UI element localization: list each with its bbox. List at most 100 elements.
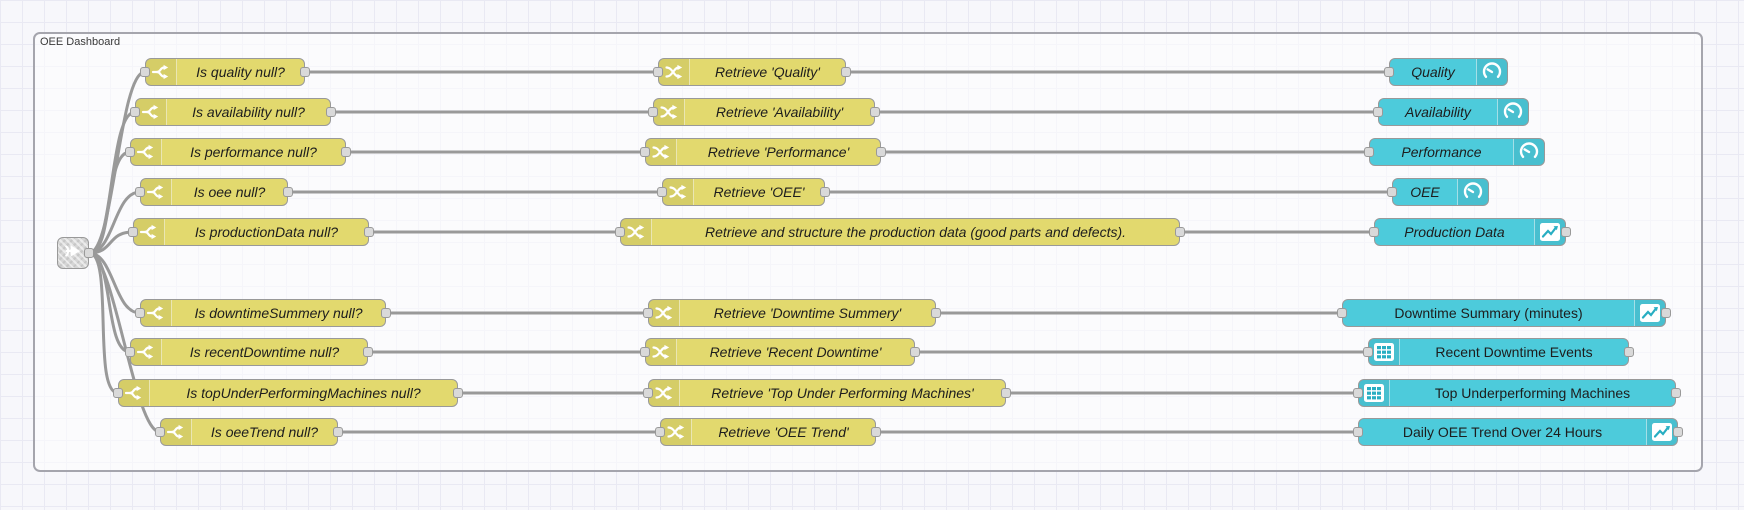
switch-node[interactable]: Is oee null? [140, 178, 288, 206]
switch-node[interactable]: Is downtimeSummery null? [140, 299, 386, 327]
input-port[interactable] [130, 107, 140, 117]
output-port[interactable] [1624, 347, 1634, 357]
input-port[interactable] [1353, 388, 1363, 398]
input-port[interactable] [1353, 427, 1363, 437]
node-label: Is topUnderPerformingMachines null? [186, 385, 421, 401]
chart-icon [1634, 300, 1665, 326]
input-port[interactable] [643, 308, 653, 318]
input-port[interactable] [1387, 187, 1397, 197]
ui-node[interactable]: Recent Downtime Events [1368, 338, 1629, 366]
input-port[interactable] [1363, 347, 1373, 357]
change-node[interactable]: Retrieve 'OEE' [662, 178, 825, 206]
ui-node[interactable]: Quality [1389, 58, 1508, 86]
output-port[interactable] [1673, 427, 1683, 437]
ui-node[interactable]: OEE [1392, 178, 1489, 206]
ui-node[interactable]: Performance [1369, 138, 1545, 166]
input-port[interactable] [125, 147, 135, 157]
switch-node[interactable]: Is topUnderPerformingMachines null? [118, 379, 458, 407]
ui-node[interactable]: Availability [1378, 98, 1529, 126]
wire-link-to-switch[interactable] [87, 150, 132, 255]
wire-link-to-switch[interactable] [87, 230, 135, 255]
change-node[interactable]: Retrieve 'OEE Trend' [660, 418, 876, 446]
output-port[interactable] [931, 308, 941, 318]
input-port[interactable] [640, 347, 650, 357]
change-node[interactable]: Retrieve 'Performance' [645, 138, 881, 166]
node-label: Retrieve 'Downtime Summery' [713, 305, 902, 321]
switch-node[interactable]: Is productionData null? [133, 218, 369, 246]
output-port[interactable] [84, 248, 94, 258]
change-node[interactable]: Retrieve 'Recent Downtime' [645, 338, 915, 366]
change-icon [649, 380, 680, 406]
output-port[interactable] [876, 147, 886, 157]
switch-node[interactable]: Is oeeTrend null? [160, 418, 338, 446]
output-port[interactable] [820, 187, 830, 197]
node-label: Is performance null? [190, 144, 317, 160]
gauge-icon [1457, 179, 1488, 205]
input-port[interactable] [643, 388, 653, 398]
output-port[interactable] [364, 227, 374, 237]
output-port[interactable] [1661, 308, 1671, 318]
input-port[interactable] [1369, 227, 1379, 237]
input-port[interactable] [135, 308, 145, 318]
wire-link-to-switch[interactable] [87, 251, 162, 434]
switch-icon [119, 380, 150, 406]
input-port[interactable] [648, 107, 658, 117]
chart-icon [1646, 419, 1677, 445]
output-port[interactable] [283, 187, 293, 197]
node-label: Is oee null? [193, 184, 266, 200]
input-port[interactable] [128, 227, 138, 237]
switch-node[interactable]: Is performance null? [130, 138, 346, 166]
output-port[interactable] [326, 107, 336, 117]
node-label: Is oeeTrend null? [210, 424, 319, 440]
link-in-node[interactable] [57, 237, 89, 269]
output-port[interactable] [841, 67, 851, 77]
output-port[interactable] [1671, 388, 1681, 398]
input-port[interactable] [1364, 147, 1374, 157]
output-port[interactable] [381, 308, 391, 318]
output-port[interactable] [453, 388, 463, 398]
input-port[interactable] [1373, 107, 1383, 117]
input-port[interactable] [140, 67, 150, 77]
input-port[interactable] [155, 427, 165, 437]
change-node[interactable]: Retrieve and structure the production da… [620, 218, 1180, 246]
ui-node[interactable]: Daily OEE Trend Over 24 Hours [1358, 418, 1678, 446]
change-node[interactable]: Retrieve 'Top Under Performing Machines' [648, 379, 1006, 407]
output-port[interactable] [910, 347, 920, 357]
input-port[interactable] [640, 147, 650, 157]
switch-icon [131, 339, 162, 365]
input-port[interactable] [655, 427, 665, 437]
input-port[interactable] [615, 227, 625, 237]
input-port[interactable] [125, 347, 135, 357]
node-label: Is downtimeSummery null? [194, 305, 363, 321]
output-port[interactable] [341, 147, 351, 157]
input-port[interactable] [135, 187, 145, 197]
group-label: OEE Dashboard [40, 36, 121, 48]
output-port[interactable] [1561, 227, 1571, 237]
change-icon [659, 59, 690, 85]
change-icon [663, 179, 694, 205]
change-node[interactable]: Retrieve 'Quality' [658, 58, 846, 86]
output-port[interactable] [871, 427, 881, 437]
output-port[interactable] [1001, 388, 1011, 398]
switch-node[interactable]: Is recentDowntime null? [130, 338, 368, 366]
output-port[interactable] [333, 427, 343, 437]
input-port[interactable] [657, 187, 667, 197]
switch-node[interactable]: Is availability null? [135, 98, 331, 126]
change-node[interactable]: Retrieve 'Downtime Summery' [648, 299, 936, 327]
ui-node[interactable]: Production Data [1374, 218, 1566, 246]
switch-node[interactable]: Is quality null? [145, 58, 305, 86]
input-port[interactable] [653, 67, 663, 77]
output-port[interactable] [870, 107, 880, 117]
ui-node[interactable]: Top Underperforming Machines [1358, 379, 1676, 407]
output-port[interactable] [300, 67, 310, 77]
ui-node[interactable]: Downtime Summary (minutes) [1342, 299, 1666, 327]
change-node[interactable]: Retrieve 'Availability' [653, 98, 875, 126]
output-port[interactable] [1175, 227, 1185, 237]
input-port[interactable] [1384, 67, 1394, 77]
input-port[interactable] [113, 388, 123, 398]
input-port[interactable] [1337, 308, 1347, 318]
node-label: Retrieve 'Top Under Performing Machines' [711, 385, 974, 401]
output-port[interactable] [363, 347, 373, 357]
change-icon [646, 139, 677, 165]
